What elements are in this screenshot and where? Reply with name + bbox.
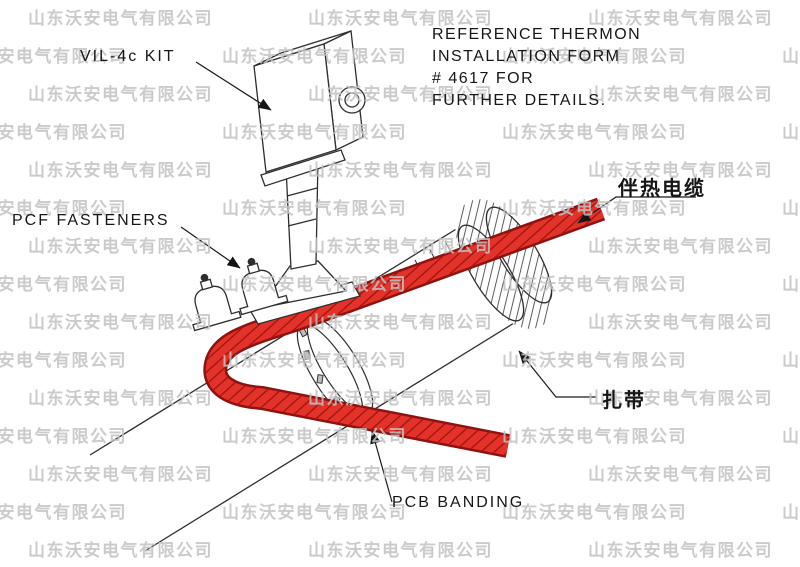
label-pcf-fasteners: PCF FASTENERS [12,212,170,229]
reference-note-line: FURTHER DETAILS. [432,92,607,109]
cable-tie-band [455,199,555,329]
leader-pcb-banding [370,430,393,503]
leader-heat-cable [577,196,696,224]
box-flange [260,149,346,187]
pcf-fasteners [192,257,289,332]
reference-note-line: # 4617 FOR [432,70,535,87]
leader-pcf-fasteners [180,226,241,269]
junction-box-assembly [249,30,366,325]
reference-note-line: REFERENCE THERMON [432,26,642,43]
pcf-fastener [239,257,289,316]
label-vil-4c-kit: VIL-4c KIT [80,48,176,65]
pcf-fastener [192,273,242,332]
label-heat-trace-cable: 伴热电缆 [618,176,706,200]
reference-note: REFERENCE THERMON INSTALLATION FORM # 46… [432,24,641,112]
label-cable-tie: 扎带 [602,388,646,412]
reference-note-line: INSTALLATION FORM [432,48,621,65]
label-pcb-banding: PCB BANDING [392,494,525,511]
leader-lines [180,61,696,503]
box-front-face [253,43,337,173]
box-knob-inner [344,92,360,108]
heat-trace-cable [203,197,606,458]
leader-cable-tie [518,350,596,398]
leader-vil-kit [195,61,272,111]
